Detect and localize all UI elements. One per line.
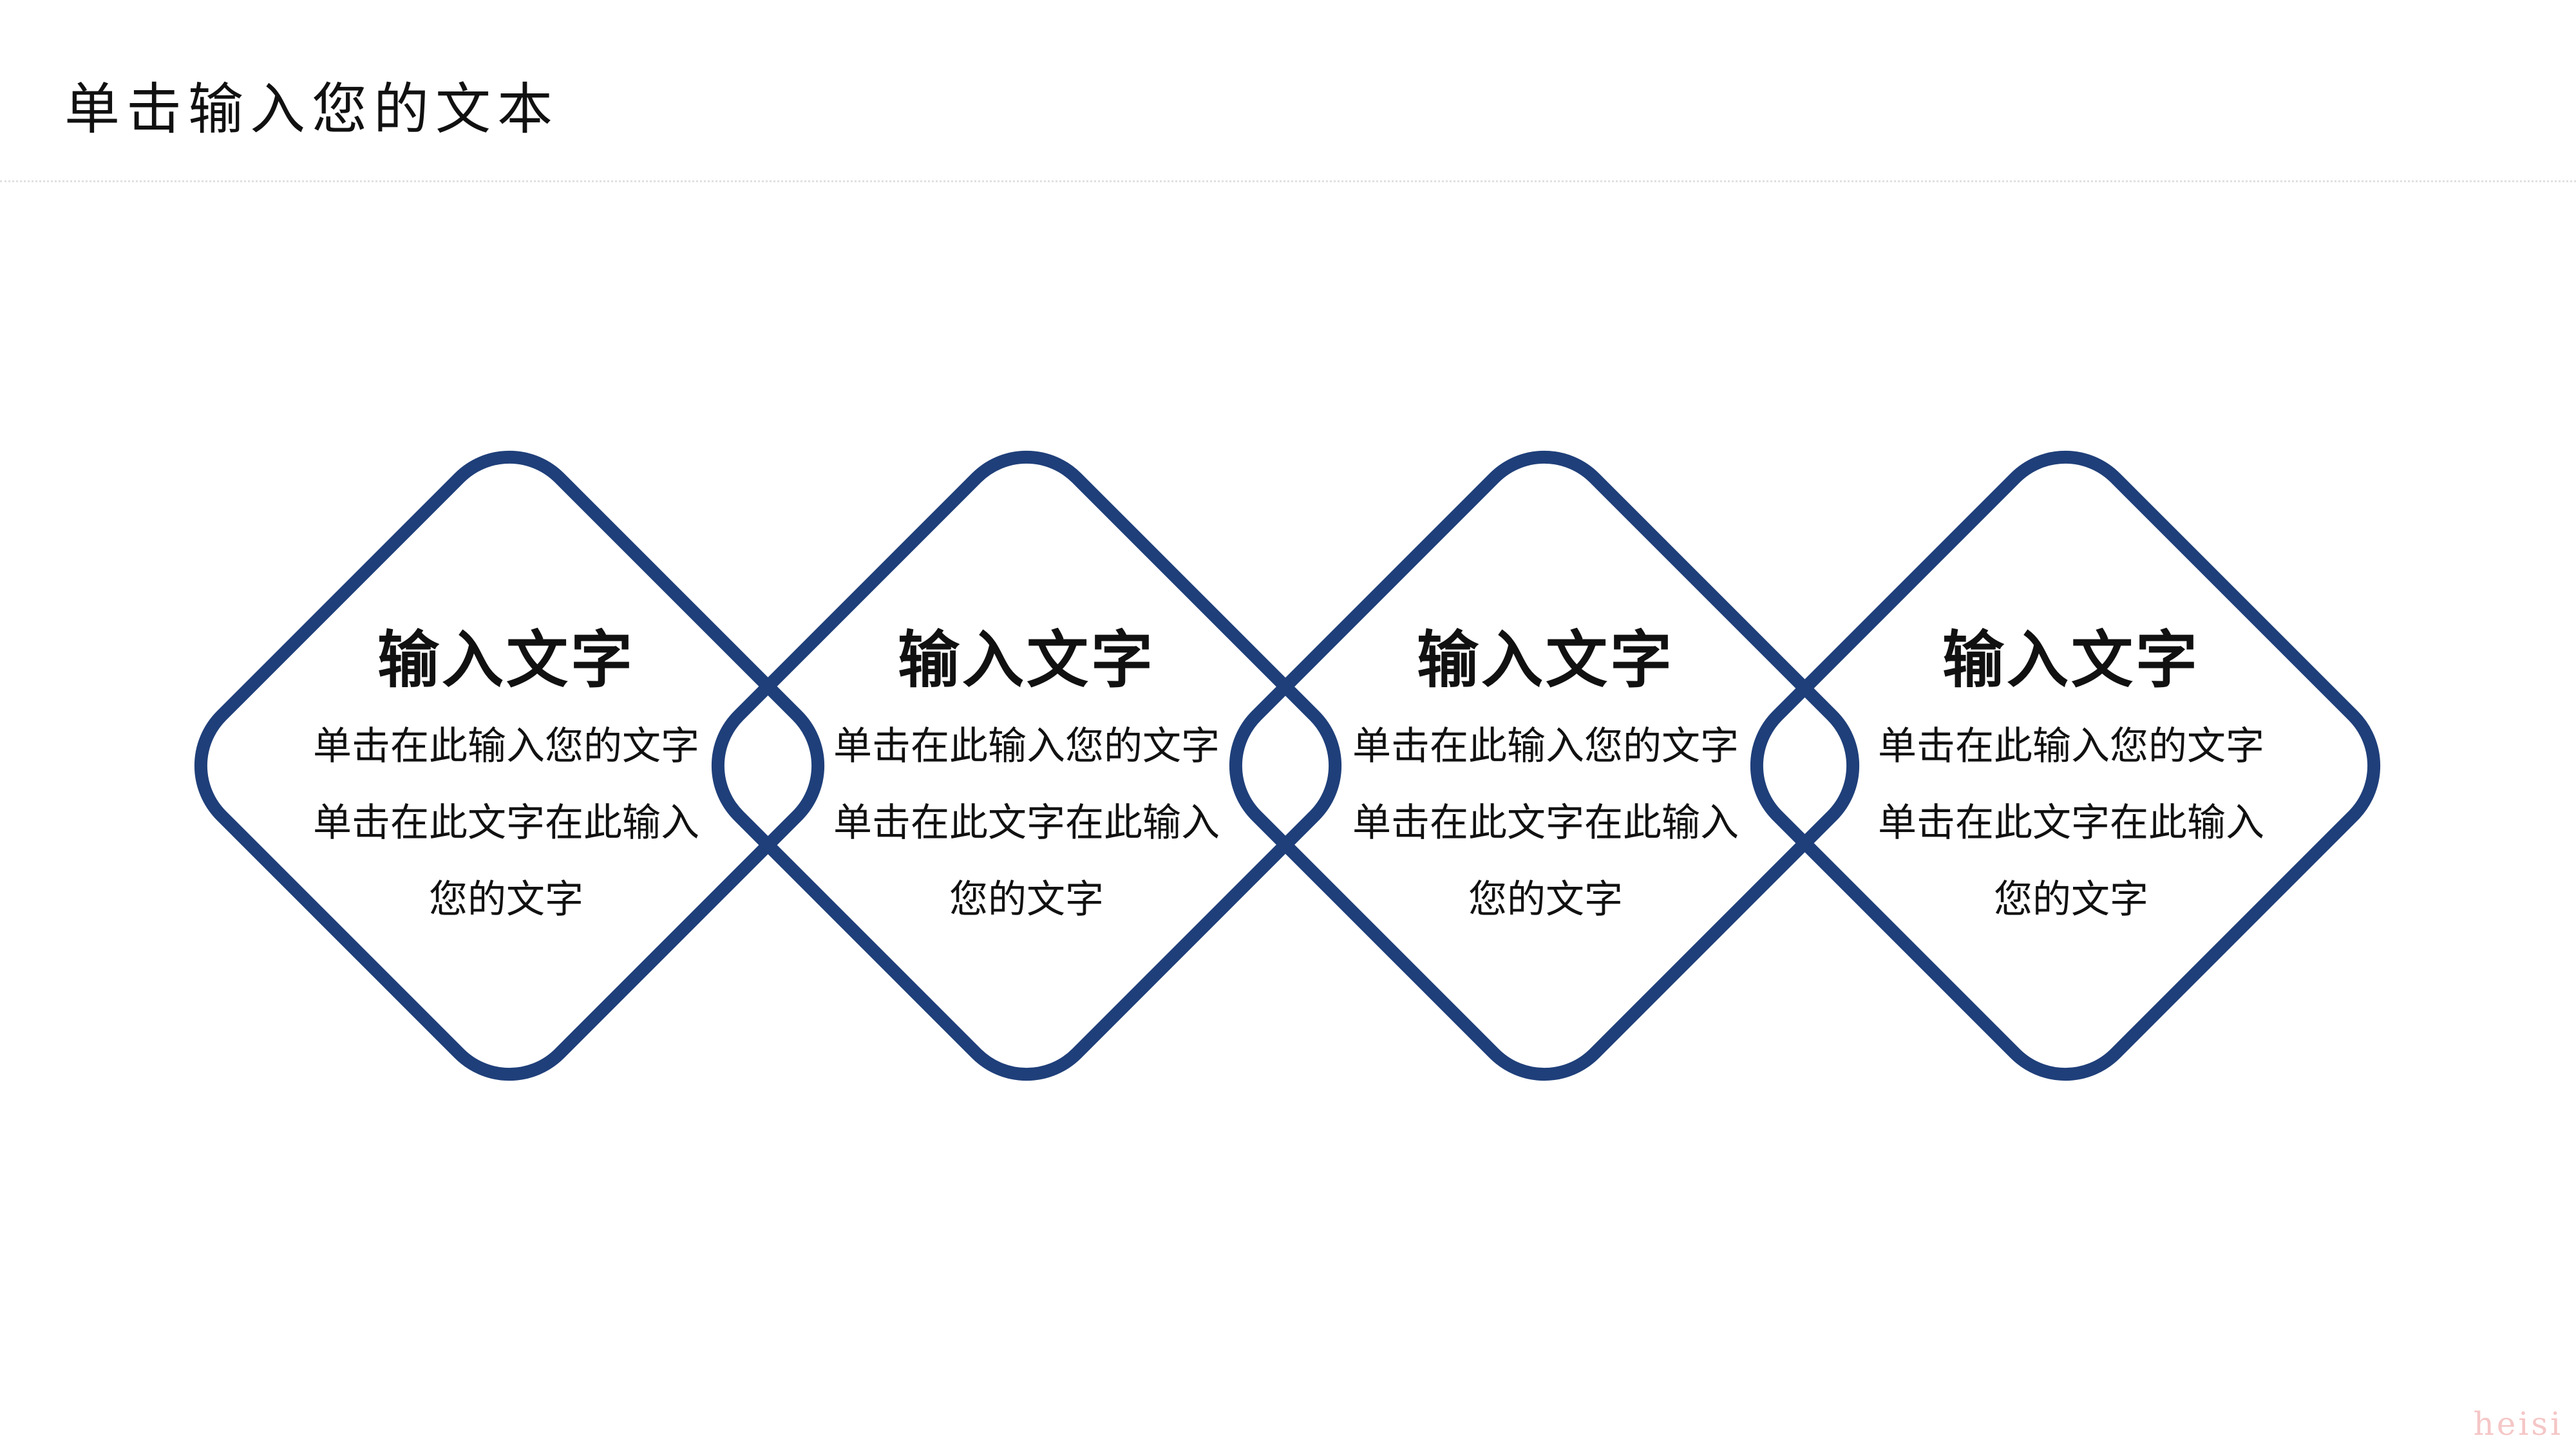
card-heading: 输入文字	[377, 624, 635, 696]
card-4[interactable]: 输入文字 单击在此输入您的文字单击在此文字在此输入您的文字	[1846, 618, 2297, 938]
card-heading: 输入文字	[1417, 624, 1674, 696]
card-body: 单击在此输入您的文字单击在此文字在此输入您的文字	[1878, 724, 2264, 922]
card-body: 单击在此输入您的文字单击在此文字在此输入您的文字	[1352, 724, 1739, 922]
watermark: heisi	[2473, 1405, 2563, 1443]
card-1[interactable]: 输入文字 单击在此输入您的文字单击在此文字在此输入您的文字	[281, 618, 732, 938]
card-3[interactable]: 输入文字 单击在此输入您的文字单击在此文字在此输入您的文字	[1320, 618, 1771, 938]
diamond-frame-2	[711, 450, 1342, 1081]
header-divider	[0, 180, 2576, 182]
card-heading: 输入文字	[1942, 624, 2200, 696]
diamond-frame-1	[194, 450, 825, 1081]
slide-title[interactable]: 单击输入您的文本	[64, 77, 559, 142]
card-body: 单击在此输入您的文字单击在此文字在此输入您的文字	[313, 724, 699, 922]
card-2[interactable]: 输入文字 单击在此输入您的文字单击在此文字在此输入您的文字	[801, 618, 1252, 938]
diamond-frame-3	[1229, 450, 1860, 1081]
card-heading: 输入文字	[898, 624, 1155, 696]
card-body: 单击在此输入您的文字单击在此文字在此输入您的文字	[833, 724, 1220, 922]
diamond-frame-4	[1750, 450, 2381, 1081]
